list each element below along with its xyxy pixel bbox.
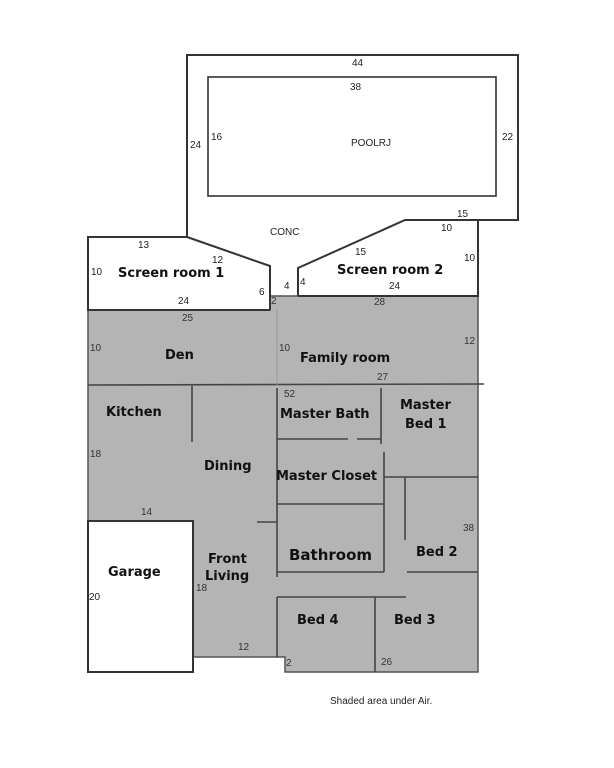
dim-label: 25 xyxy=(182,313,194,324)
dim-label: 13 xyxy=(138,240,150,251)
screen-room-1-label: Screen room 1 xyxy=(118,266,224,281)
bed-4-label: Bed 4 xyxy=(297,613,339,628)
pool-left-inner-dim: 16 xyxy=(211,132,223,143)
family-room-label: Family room xyxy=(300,351,390,366)
dining-label: Dining xyxy=(204,459,252,474)
interior-walls xyxy=(87,310,485,672)
pool xyxy=(207,76,497,197)
pool-deck-outline-left xyxy=(186,54,519,310)
dim-label: 18 xyxy=(196,583,208,594)
den-label: Den xyxy=(165,348,194,363)
pool-bottom-inner-dim: 10 xyxy=(441,223,453,234)
dim-label: 10 xyxy=(91,267,103,278)
dim-label: 12 xyxy=(464,336,476,347)
dim-label: 24 xyxy=(389,281,401,292)
dim-label: 6 xyxy=(259,287,265,298)
dim-label: 14 xyxy=(141,507,153,518)
dim-label: 52 xyxy=(284,389,296,400)
dim-label: 12 xyxy=(212,255,224,266)
dim-label: 2 xyxy=(271,296,277,307)
kitchen-label: Kitchen xyxy=(106,405,162,420)
dim-label: 10 xyxy=(90,343,102,354)
dim-label: 38 xyxy=(463,523,475,534)
dim-label: 4 xyxy=(284,281,290,292)
pool-left-outer-dim: 24 xyxy=(190,140,202,151)
dim-label: 2 xyxy=(286,658,292,669)
dim-label: 26 xyxy=(381,657,393,668)
dim-label: 15 xyxy=(355,247,367,258)
pool-right-dim: 22 xyxy=(502,132,514,143)
screen-room-1-outline xyxy=(87,236,270,311)
master-bath-label: Master Bath xyxy=(280,407,370,422)
front-living-label-line1: Front xyxy=(208,552,247,567)
pool-label: POOLRJ xyxy=(351,138,391,149)
garage-area xyxy=(87,520,194,673)
pool-outer-top-dim: 44 xyxy=(352,58,364,69)
bathroom-label: Bathroom xyxy=(289,546,372,564)
deck-label: CONC xyxy=(270,227,299,238)
legend-note: Shaded area under Air. xyxy=(330,696,432,707)
dim-label: 20 xyxy=(89,592,101,603)
dim-label: 10 xyxy=(279,343,291,354)
screen-room-2-outline xyxy=(298,220,479,297)
pool-inner-top-dim: 38 xyxy=(350,82,362,93)
master-bed-label-line2: Bed 1 xyxy=(405,417,447,432)
master-bed-label-line1: Master xyxy=(400,398,451,413)
garage-label: Garage xyxy=(108,565,161,580)
dim-label: 27 xyxy=(377,372,389,383)
dim-label: 10 xyxy=(464,253,476,264)
screen-room-2-label: Screen room 2 xyxy=(337,263,443,278)
dim-label: 18 xyxy=(90,449,102,460)
dim-label: 24 xyxy=(178,296,190,307)
dim-label: 12 xyxy=(238,642,250,653)
dim-label: 28 xyxy=(374,297,386,308)
bed-2-label: Bed 2 xyxy=(416,545,458,560)
pool-bottom-right-dim: 15 xyxy=(457,209,469,220)
master-closet-label: Master Closet xyxy=(276,469,377,484)
front-living-label-line2: Living xyxy=(205,569,249,584)
dim-label: 4 xyxy=(300,277,306,288)
bed-3-label: Bed 3 xyxy=(394,613,436,628)
